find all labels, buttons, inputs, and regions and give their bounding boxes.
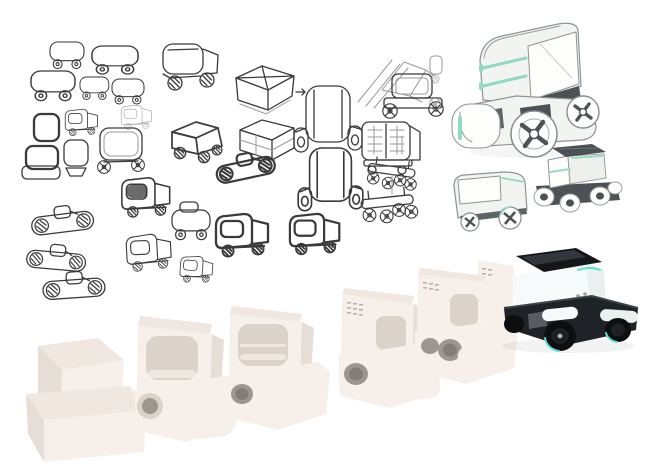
sketch-iso-van <box>171 121 223 164</box>
final-body-front <box>586 262 606 306</box>
sketch-wheel-carts <box>360 135 419 225</box>
final-camera-dot <box>583 292 587 296</box>
final-chassis <box>504 296 638 346</box>
model-stage-1-block <box>26 338 146 462</box>
model-stage-3-clay <box>226 306 330 430</box>
model-stage-6-final <box>502 248 639 353</box>
stage4-vents <box>347 302 363 316</box>
hero-teal-strap-1 <box>481 56 528 70</box>
hero-windshield <box>527 31 580 101</box>
sketch-iso-box-x-top <box>235 65 306 115</box>
render-hero-vehicle <box>451 22 600 158</box>
van-front-wheel <box>460 212 480 232</box>
sketch-windshield-pods <box>97 127 145 174</box>
final-front-fender <box>542 306 578 322</box>
van-rear-wheel <box>498 206 522 230</box>
final-right-fender <box>600 309 638 323</box>
van-window <box>457 175 502 205</box>
final-front-wheel <box>544 321 576 352</box>
model-stage-5-clay <box>414 260 518 384</box>
model-stage-2-clay <box>134 316 238 442</box>
hero-rear-wheel <box>566 95 600 129</box>
stage5-vents <box>423 282 439 291</box>
final-rear-wheel <box>504 315 524 333</box>
boxtop-dark-lid <box>552 144 606 157</box>
final-right-wheel <box>605 318 631 343</box>
sketch-front-cart <box>382 73 444 119</box>
sketch-van-variants <box>122 178 213 284</box>
hero-front-wheel-pod <box>451 103 501 149</box>
sketch-mini-doodles <box>429 55 443 110</box>
sketch-stacked-boxes <box>21 112 89 180</box>
hero-center-wheel <box>510 110 558 158</box>
render-van-window <box>453 171 528 232</box>
boxtop-wheels <box>533 181 623 213</box>
sketch-van-canopy <box>162 43 219 91</box>
render-box-top-robot <box>533 144 623 213</box>
hero-teal-strap-2 <box>481 74 528 88</box>
